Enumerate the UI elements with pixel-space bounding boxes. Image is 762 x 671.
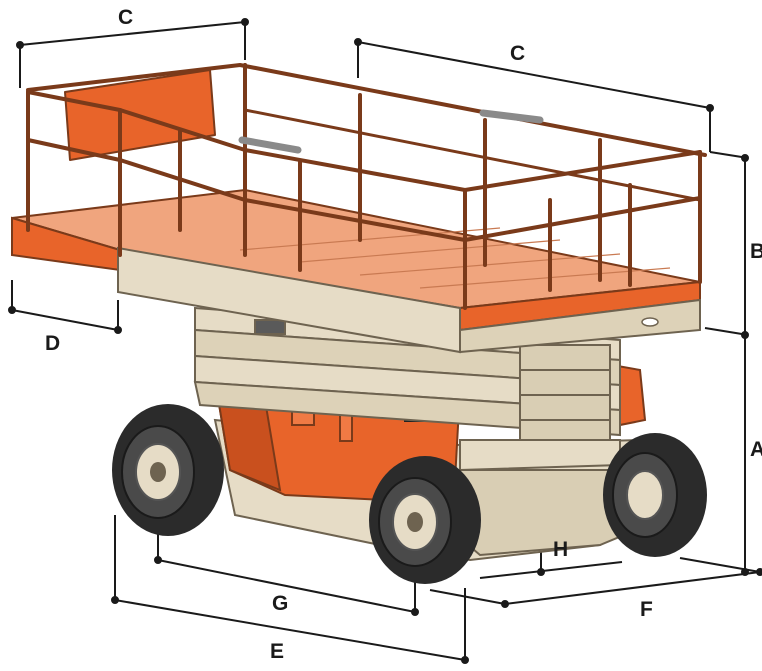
guard-rails — [26, 63, 707, 310]
label-f: F — [640, 598, 653, 621]
label-g: G — [272, 592, 288, 615]
label-d: D — [45, 332, 60, 355]
platform — [11, 188, 701, 354]
tires — [112, 404, 707, 584]
dimension-lines — [8, 18, 762, 664]
label-a: A — [750, 438, 762, 461]
tire-front-left — [112, 404, 224, 536]
label-b: B — [750, 240, 762, 263]
dimension-labels: C C B A D H G F E — [45, 6, 762, 663]
label-h: H — [553, 538, 568, 561]
label-c-left: C — [118, 6, 133, 29]
label-e: E — [270, 640, 284, 663]
label-c-right: C — [510, 42, 525, 65]
tire-rear-right — [603, 433, 707, 557]
tire-front-right — [369, 456, 481, 584]
